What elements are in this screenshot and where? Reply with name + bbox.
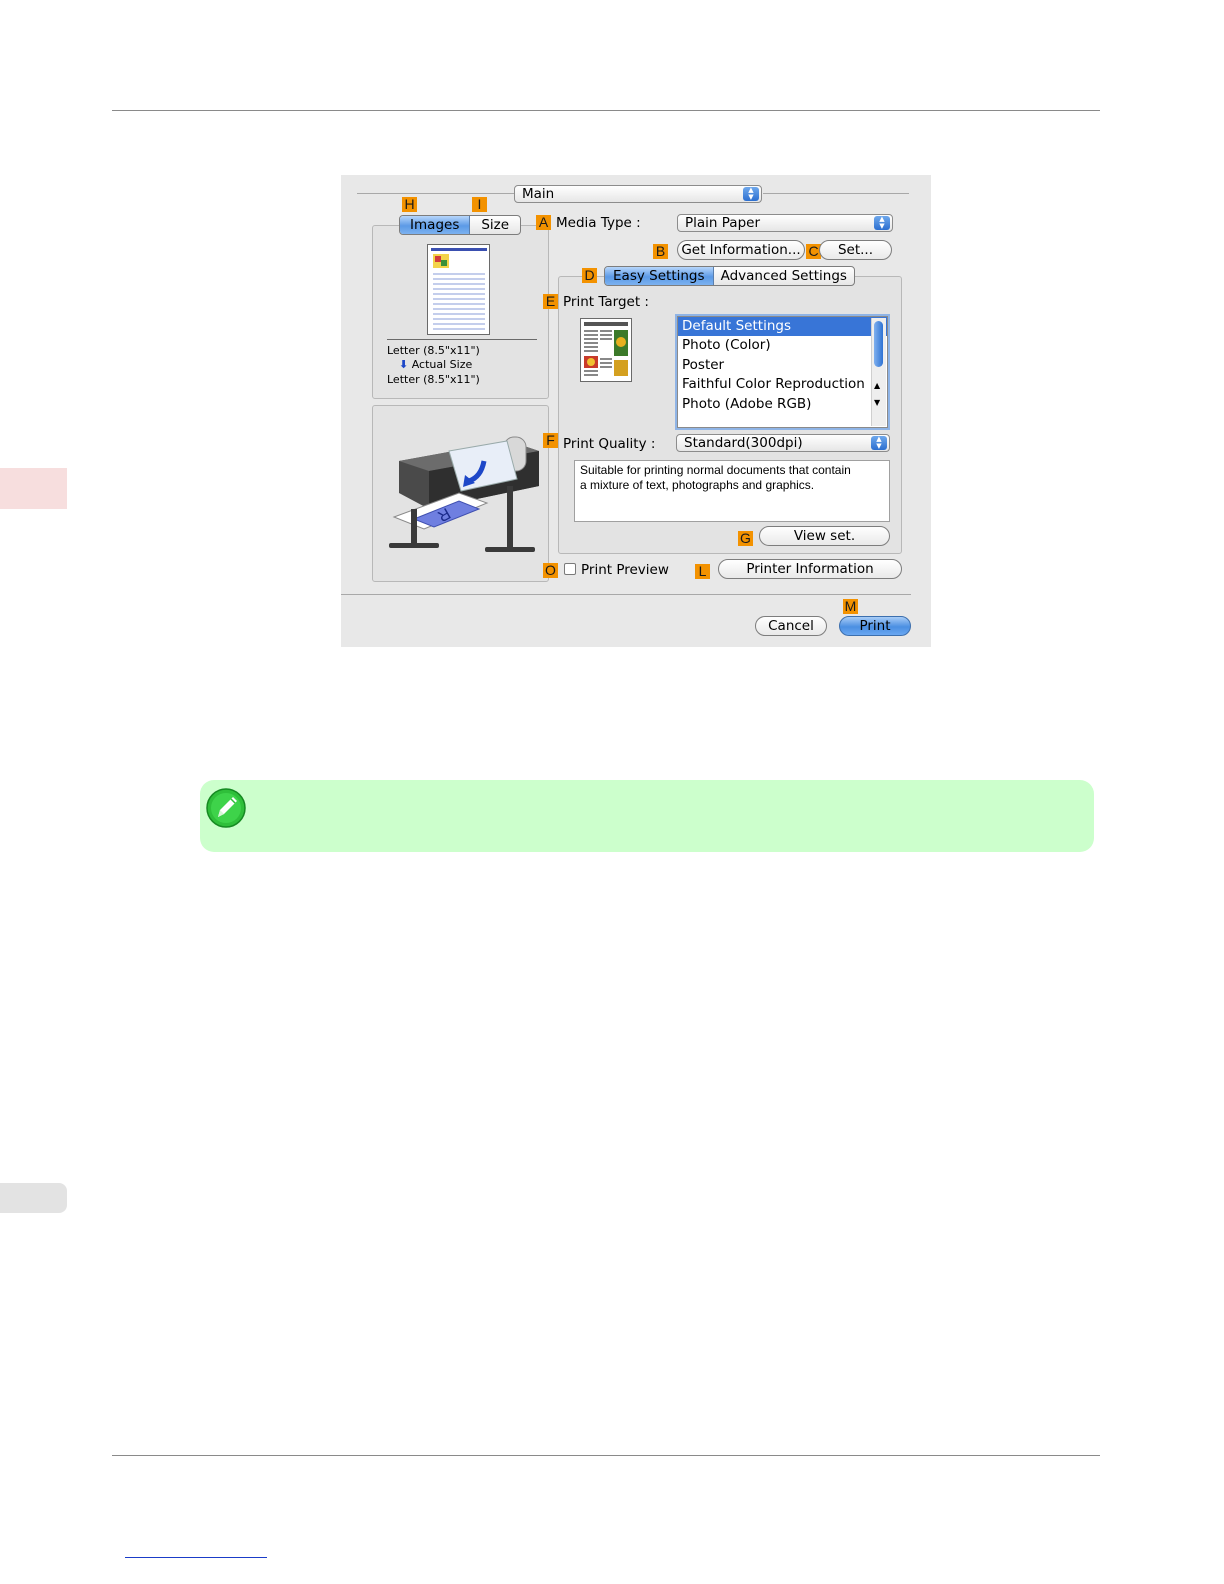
header-rule bbox=[112, 110, 1100, 111]
popup-arrows-icon: ▲▼ bbox=[874, 216, 890, 230]
print-button[interactable]: Print bbox=[839, 616, 911, 636]
scroll-thumb[interactable] bbox=[874, 321, 883, 367]
list-item[interactable]: Default Settings bbox=[678, 317, 887, 337]
media-type-popup[interactable]: Plain Paper ▲▼ bbox=[677, 214, 893, 232]
popup-arrows-icon: ▲▼ bbox=[743, 187, 759, 201]
popup-arrows-icon: ▲▼ bbox=[871, 436, 887, 450]
tab-size[interactable]: Size bbox=[481, 217, 510, 233]
print-quality-value: Standard(300dpi) bbox=[684, 435, 803, 451]
actual-size-label: Actual Size bbox=[411, 358, 473, 371]
print-target-label: Print Target : bbox=[563, 294, 649, 310]
main-popup[interactable]: Main ▲▼ bbox=[514, 185, 762, 203]
index-tab bbox=[0, 1183, 67, 1213]
tab-images[interactable]: Images bbox=[400, 216, 471, 234]
view-set-button[interactable]: View set. bbox=[759, 526, 890, 546]
quality-description: Suitable for printing normal documents t… bbox=[574, 460, 890, 522]
list-item[interactable]: Photo (Color) bbox=[682, 337, 771, 354]
print-preview-checkbox[interactable] bbox=[564, 563, 576, 575]
footer-rule bbox=[112, 1455, 1100, 1456]
label-a: A bbox=[536, 215, 551, 230]
settings-tabs: Easy Settings Advanced Settings bbox=[604, 266, 855, 286]
cancel-button[interactable]: Cancel bbox=[755, 616, 827, 636]
note-box bbox=[200, 780, 1094, 852]
printer-information-button[interactable]: Printer Information bbox=[718, 559, 902, 579]
print-target-preview bbox=[580, 318, 632, 382]
get-information-button[interactable]: Get Information... bbox=[677, 240, 805, 260]
arrow-down-icon: ⬇ bbox=[399, 358, 409, 371]
top-separator-left bbox=[357, 193, 514, 194]
media-type-value: Plain Paper bbox=[685, 215, 760, 231]
page-size-top: Letter (8.5"x11") bbox=[387, 344, 480, 357]
label-c: C bbox=[806, 244, 821, 259]
print-dialog: Main ▲▼ H I Images Size Letter (8.5"x11"… bbox=[341, 175, 931, 647]
label-f: F bbox=[543, 433, 558, 448]
label-e: E bbox=[543, 294, 558, 309]
label-h: H bbox=[402, 197, 417, 212]
print-preview-label: Print Preview bbox=[581, 562, 669, 578]
list-item[interactable]: Faithful Color Reproduction bbox=[682, 376, 865, 393]
label-l: L bbox=[695, 564, 710, 579]
label-b: B bbox=[653, 244, 668, 259]
tab-easy-settings[interactable]: Easy Settings bbox=[605, 267, 714, 285]
label-m: M bbox=[843, 598, 858, 614]
list-item[interactable]: Photo (Adobe RGB) bbox=[682, 395, 812, 412]
list-item[interactable]: Poster bbox=[682, 356, 725, 373]
main-popup-label: Main bbox=[522, 186, 555, 202]
print-target-list[interactable]: Default Settings Photo (Color) Poster Fa… bbox=[677, 316, 888, 428]
media-type-label: Media Type : bbox=[556, 215, 641, 231]
chapter-tab bbox=[0, 468, 67, 509]
preview-tabs: Images Size bbox=[399, 215, 521, 235]
pencil-icon bbox=[206, 788, 246, 828]
description-line-2: a mixture of text, photographs and graph… bbox=[580, 478, 815, 492]
label-d: D bbox=[582, 268, 597, 283]
scroll-down-icon[interactable]: ▼ bbox=[874, 398, 881, 407]
label-o: O bbox=[543, 563, 558, 578]
actual-size-row: ⬇ Actual Size bbox=[399, 358, 472, 372]
print-quality-popup[interactable]: Standard(300dpi) ▲▼ bbox=[676, 434, 890, 452]
set-button[interactable]: Set... bbox=[819, 240, 892, 260]
label-i: I bbox=[472, 197, 487, 212]
top-separator-right bbox=[763, 193, 909, 194]
description-line-1: Suitable for printing normal documents t… bbox=[580, 463, 851, 477]
tab-advanced-settings[interactable]: Advanced Settings bbox=[720, 268, 847, 284]
scroll-up-icon[interactable]: ▲ bbox=[874, 381, 881, 390]
page-size-bottom: Letter (8.5"x11") bbox=[387, 373, 480, 386]
preview-divider bbox=[387, 339, 537, 340]
list-scrollbar[interactable]: ▲ ▼ bbox=[871, 318, 886, 426]
page-preview-thumbnail bbox=[427, 244, 490, 335]
footer-link-underline bbox=[125, 1557, 267, 1558]
printer-illustration: R bbox=[389, 436, 539, 552]
label-g: G bbox=[738, 531, 753, 546]
print-quality-label: Print Quality : bbox=[563, 436, 656, 452]
bottom-separator bbox=[341, 594, 911, 595]
